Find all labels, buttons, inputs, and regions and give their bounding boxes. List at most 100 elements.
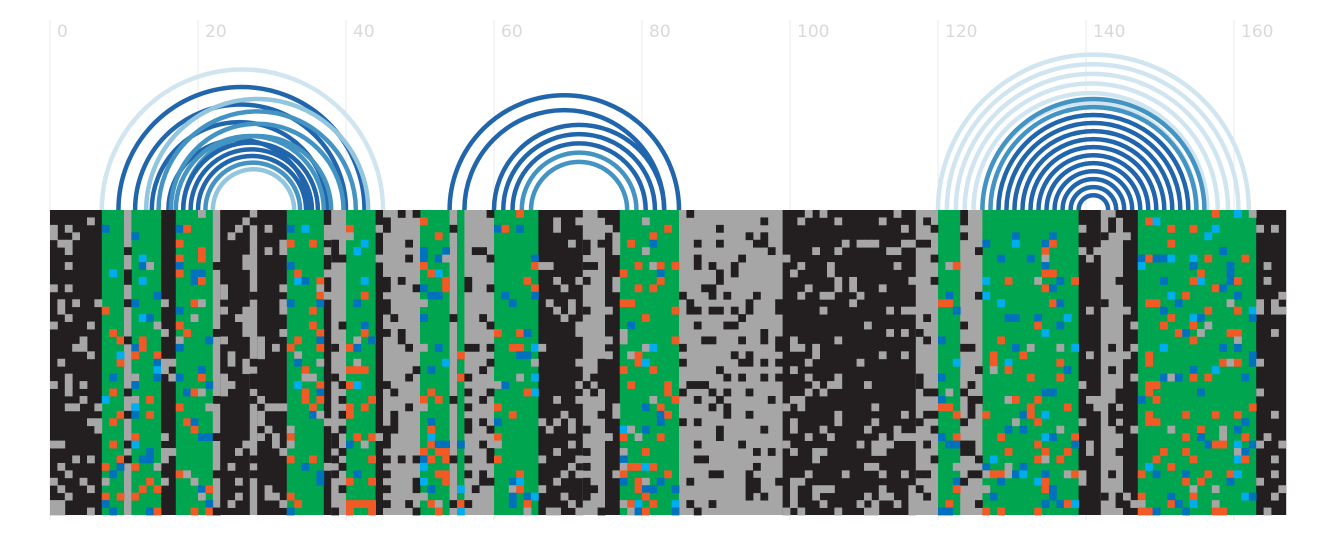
cell [272,492,280,501]
cell [131,492,140,501]
cell [923,440,931,449]
cell [1041,247,1050,256]
cell [434,343,443,352]
cell [893,433,902,442]
cell [767,448,776,456]
cell [1026,403,1035,412]
cell [1145,418,1153,427]
cell [915,418,924,427]
cell [220,284,228,293]
cell [220,381,228,389]
cell [138,276,147,285]
cell [205,433,214,442]
cell [1004,395,1013,404]
cell [434,291,443,300]
cell [1012,343,1020,352]
cell [168,358,177,367]
cell [1026,343,1035,352]
cell [124,299,132,308]
cell [124,269,132,278]
cell [212,433,221,442]
cell [989,351,998,360]
cell [1123,351,1131,360]
cell [612,403,621,412]
cell [642,314,650,322]
cell [427,485,436,494]
cell [508,492,517,501]
cell [286,455,295,464]
cell [1130,321,1139,330]
cell [94,403,103,412]
cell [212,507,221,516]
cell [1145,351,1153,360]
cell [864,239,872,248]
cell [864,492,872,501]
cell [797,477,806,486]
cell [1234,291,1242,300]
cell [1219,507,1227,516]
cell [286,343,295,352]
cell [153,507,162,516]
cell [1130,500,1139,508]
arc-1-2 [168,121,346,211]
cell [1174,299,1183,308]
cell [1226,299,1235,308]
cell [205,403,214,412]
cell [272,440,280,449]
cell [346,366,354,375]
arc-6-1 [988,105,1199,211]
cell [1071,470,1079,479]
cell [87,217,95,226]
cell [131,343,140,352]
cell [471,343,480,352]
cell [161,477,169,486]
cell [257,343,265,352]
cell [383,306,391,315]
cell [198,210,206,218]
cell [508,343,517,352]
cell [612,410,621,419]
cell [64,314,73,322]
cell [264,403,273,412]
cell [1211,440,1220,449]
cell [501,224,510,233]
cell [1041,262,1050,270]
cell [938,299,946,308]
cell [619,462,628,471]
cell [923,470,931,479]
cell [420,492,428,501]
cell [87,485,95,494]
cell [101,492,110,501]
cell [568,239,576,248]
cell [494,329,502,337]
arc-2-0 [173,133,327,211]
cell [871,440,880,449]
cell [1137,262,1146,270]
cell [1167,254,1176,263]
cell [249,381,258,389]
cell [1271,224,1279,233]
cell [479,418,487,427]
cell [57,239,66,248]
cell [346,403,354,412]
cell [982,507,991,516]
cell [412,507,421,516]
cell [397,336,406,345]
cell [775,336,783,345]
cell [1219,433,1227,442]
cell [353,381,362,389]
cell [716,239,724,248]
cell [619,269,628,278]
cell [1012,314,1020,322]
cell [627,351,635,360]
cell [146,314,154,322]
cell [442,254,450,263]
cell [945,500,954,508]
cell [1056,358,1065,367]
cell [1211,410,1220,419]
cell [1123,232,1131,241]
arc-6-7 [1036,153,1151,211]
cell [901,329,909,337]
cell [412,485,421,494]
cell [479,470,487,479]
